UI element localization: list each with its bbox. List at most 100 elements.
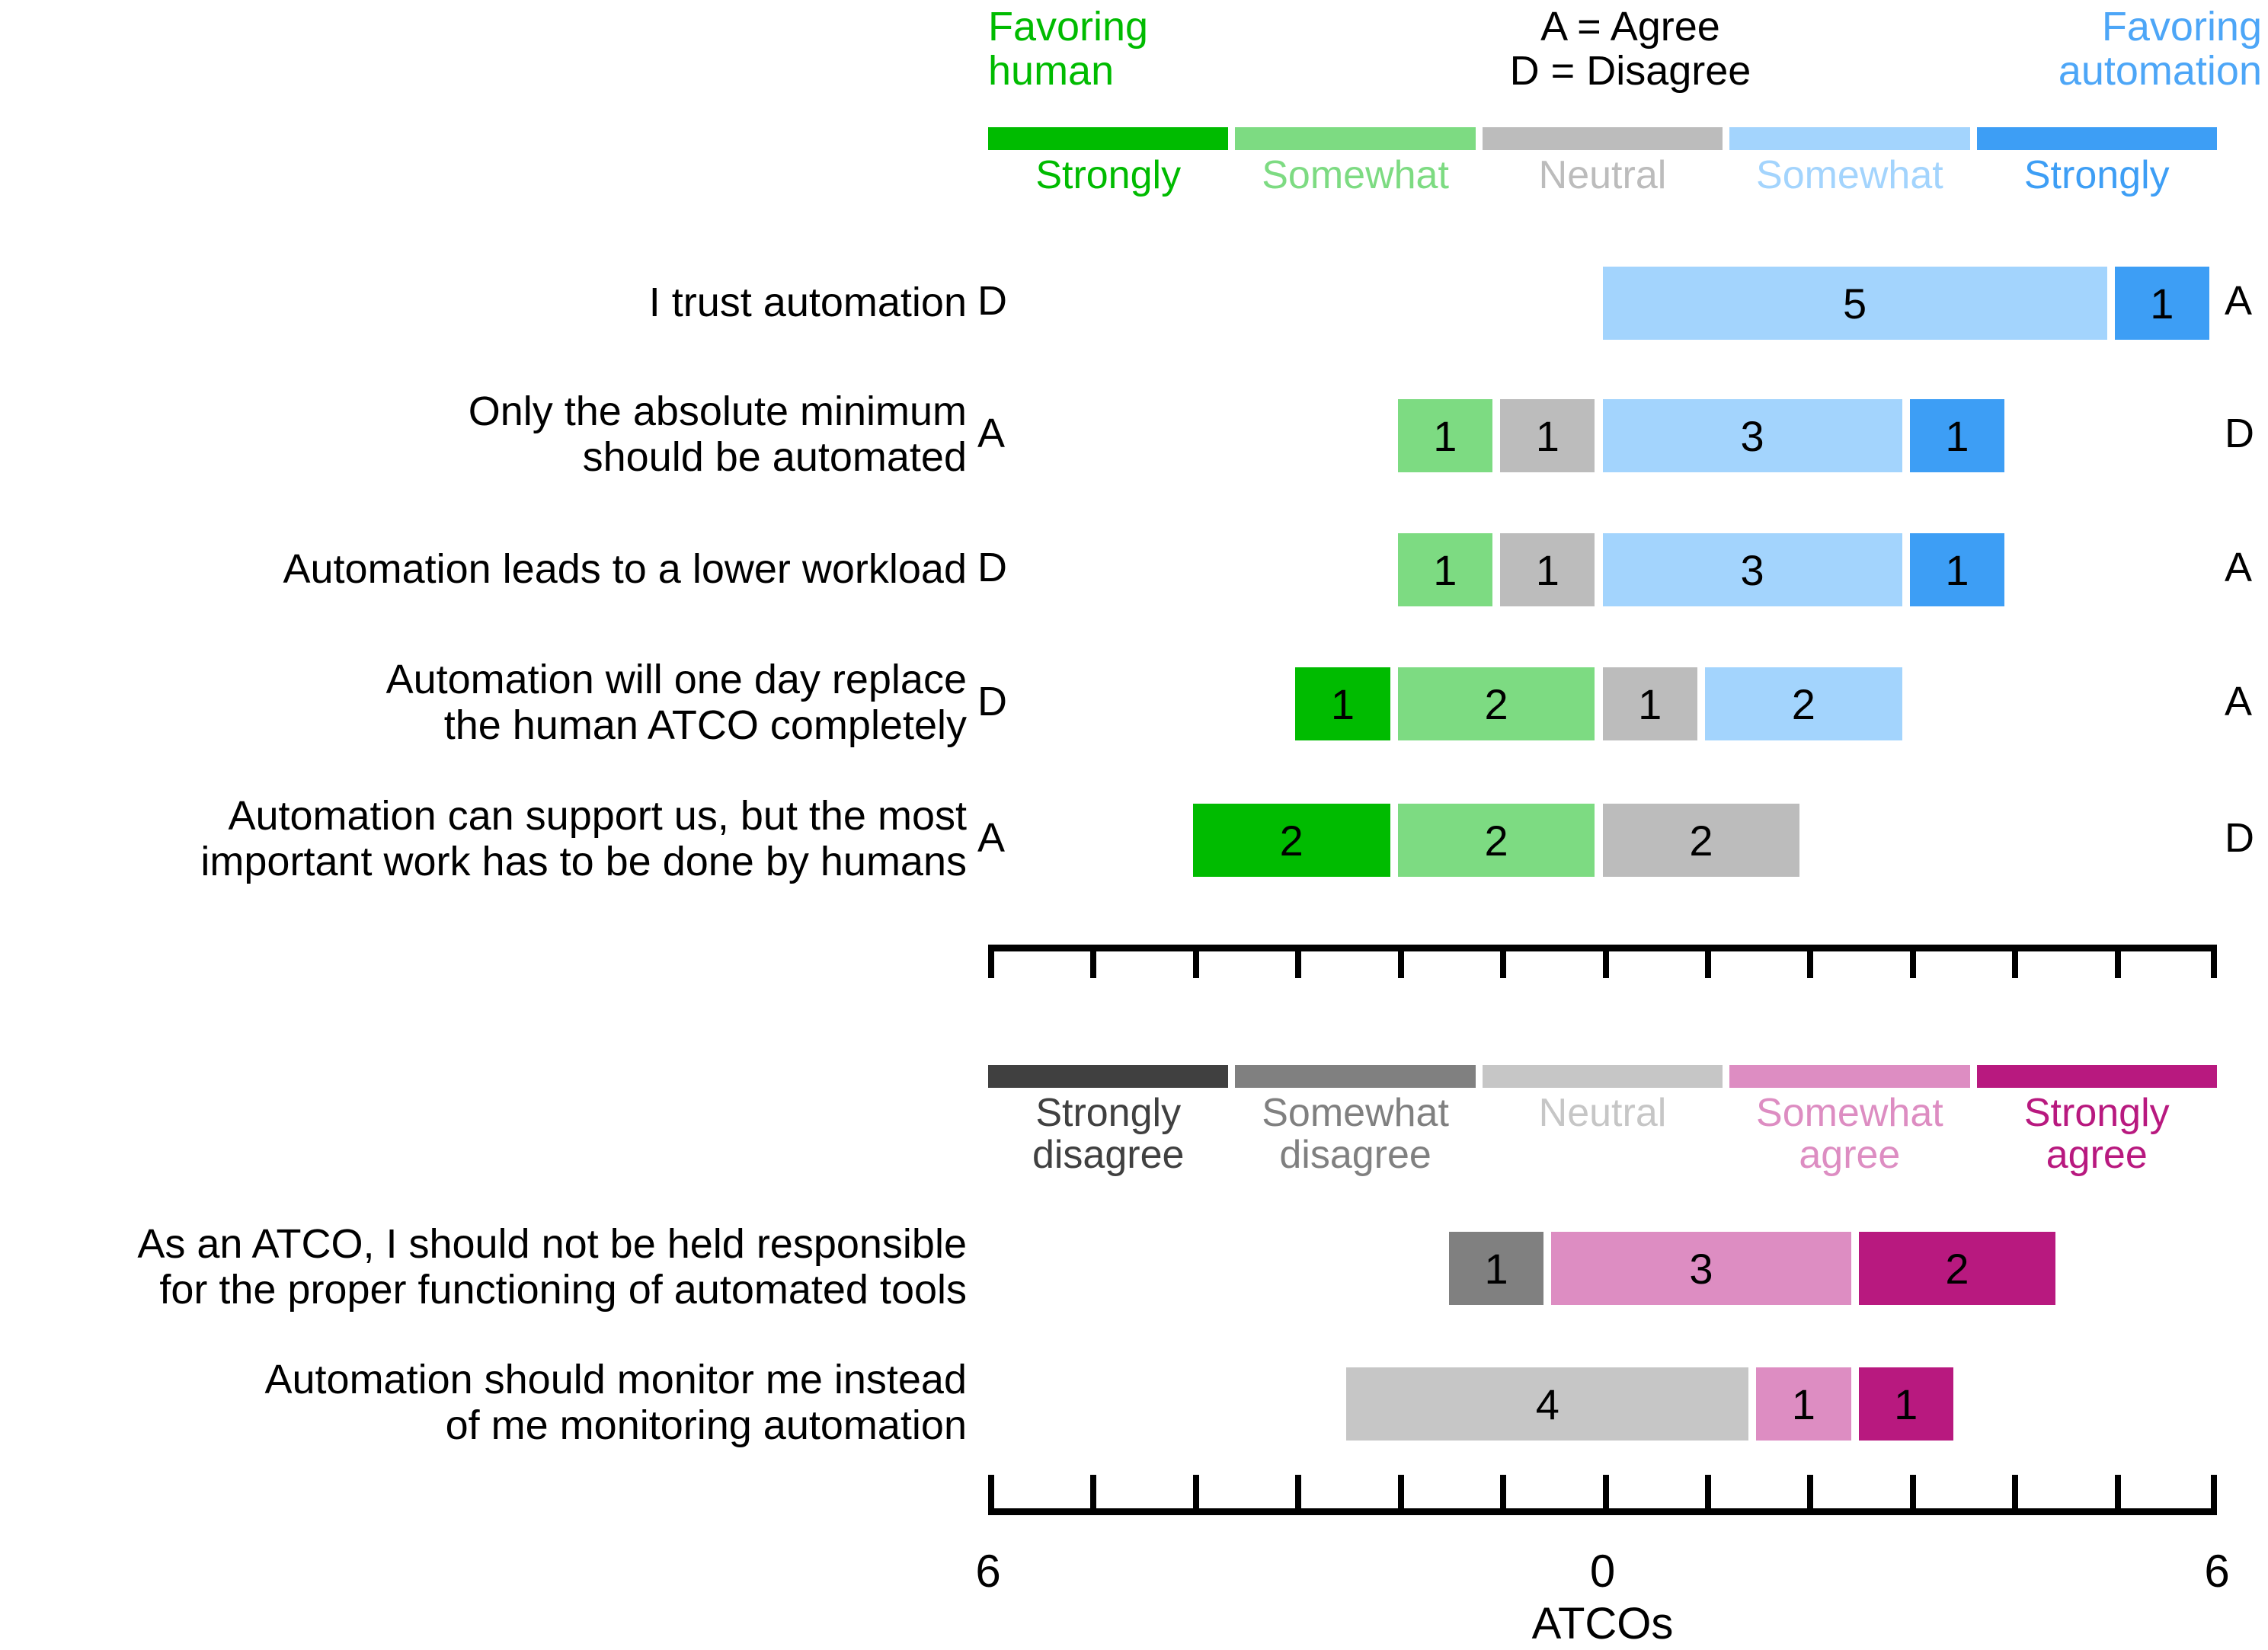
axis-tick [1192,945,1199,978]
bar-segment: 1 [1756,1367,1851,1441]
legend-item: Somewhat [1729,127,1970,197]
row-left-mark: D [977,545,1007,590]
legend-label: Neutral [1538,153,1667,197]
legend-label: Somewhat [1262,153,1449,197]
row-left-mark: D [977,679,1007,724]
bar-segment: 2 [1192,804,1390,877]
bar-segment: 1 [1448,1232,1544,1305]
bar-segment: 3 [1602,533,1902,606]
row-right-mark: A [2225,545,2253,590]
legend-item: Strongly disagree [988,1065,1229,1178]
row-right-mark: D [2225,411,2254,456]
bar-segment: 2 [1704,667,1902,740]
axis-tick [2114,1475,2121,1508]
axis-tick [1500,945,1507,978]
legend-swatch [1482,1065,1723,1088]
axis-tick [1602,945,1609,978]
bar-segment: 1 [1397,399,1493,472]
axis-tick [1704,1475,1711,1508]
row-right-mark: A [2225,679,2253,724]
row-right-mark: A [2225,278,2253,324]
axis-tick [1192,1475,1199,1508]
legend-item: Strongly [1976,127,2217,197]
row-left-mark: A [977,411,1006,456]
legend-label: Strongly disagree [1032,1091,1185,1178]
axis-tick [2114,945,2121,978]
bar-segment: 1 [1500,533,1595,606]
axis-tick-label-right: 6 [2204,1546,2230,1597]
axis-tick [1397,945,1404,978]
axis-tick-label-center: 0 [1589,1546,1616,1597]
legend-swatch [1235,127,1476,150]
axis-tick [2211,1475,2217,1508]
bar-segment: 4 [1346,1367,1749,1441]
legend-swatch [1235,1065,1476,1088]
axis-tick [1090,945,1097,978]
legend-item: Neutral [1482,1065,1723,1176]
row-left-mark: D [977,278,1007,324]
bar-segment: 1 [1858,1367,1953,1441]
legend-item: Neutral [1482,127,1723,197]
legend-swatch [1976,127,2217,150]
bar-segment: 2 [1858,1232,2056,1305]
row-right-mark: D [2225,815,2254,861]
legend-swatch [988,1065,1229,1088]
axis-line [988,1508,2217,1515]
row-label: As an ATCO, I should not be held respons… [137,1221,967,1313]
legend-label: Somewhat disagree [1262,1091,1449,1178]
legend-item: Somewhat agree [1729,1065,1970,1178]
axis-tick-label-left: 6 [975,1546,1001,1597]
axis-title: ATCOs [1531,1599,1674,1648]
axis-bottom [988,1475,2217,1546]
legend-swatch [988,127,1229,150]
legend-swatch [1729,1065,1970,1088]
axis-tick [1295,945,1302,978]
bar-segment: 2 [1397,667,1595,740]
legend-swatch [1976,1065,2217,1088]
bar-segment: 1 [1397,533,1493,606]
axis-tick [1807,1475,1814,1508]
row-label: Automation leads to a lower workload [283,546,968,592]
axis-tick [1909,945,1916,978]
bar-segment: 2 [1397,804,1595,877]
legend-item: Strongly agree [1976,1065,2217,1178]
bar-segment: 2 [1602,804,1800,877]
row-label: Only the absolute minimum should be auto… [468,389,967,481]
bar-segment: 1 [2114,267,2209,340]
legend-swatch [1729,127,1970,150]
row-left-mark: A [977,815,1006,861]
bar-segment: 1 [1909,533,2005,606]
row-label: Automation will one day replace the huma… [385,657,967,749]
legend-item: Strongly [988,127,1229,197]
legend-label: Somewhat agree [1756,1091,1943,1178]
axis-tick [988,1475,994,1508]
bar-segment: 1 [1602,667,1697,740]
axis-tick [1397,1475,1404,1508]
axis-tick [1807,945,1814,978]
axis-tick [1704,945,1711,978]
legend-label: Strongly agree [2023,1091,2170,1178]
row-label: Automation should monitor me instead of … [264,1357,967,1449]
axis-tick [1500,1475,1507,1508]
legend-label: Neutral [1538,1091,1667,1135]
axis-tick [988,945,994,978]
axis-tick [2211,945,2217,978]
legend-item: Somewhat disagree [1235,1065,1476,1178]
agree-disagree-key: A = Agree D = Disagree [1509,4,1751,94]
favoring-human-note: Favoring human [988,4,1149,94]
bar-segment: 1 [1295,667,1390,740]
bar-segment: 1 [1909,399,2005,472]
legend-bottom: Strongly disagree Somewhat disagree Neutra… [988,1065,2217,1176]
axis-tick [2012,945,2019,978]
bar-segment: 3 [1602,399,1902,472]
axis-tick [1909,1475,1916,1508]
axis-tick [1295,1475,1302,1508]
axis-tick [2012,1475,2019,1508]
legend-item: Somewhat [1235,127,1476,197]
row-label: Automation can support us, but the most … [200,793,967,885]
legend-swatch [1482,127,1723,150]
bar-segment: 1 [1500,399,1595,472]
row-label: I trust automation [648,280,967,325]
legend-label: Strongly [1035,153,1182,197]
